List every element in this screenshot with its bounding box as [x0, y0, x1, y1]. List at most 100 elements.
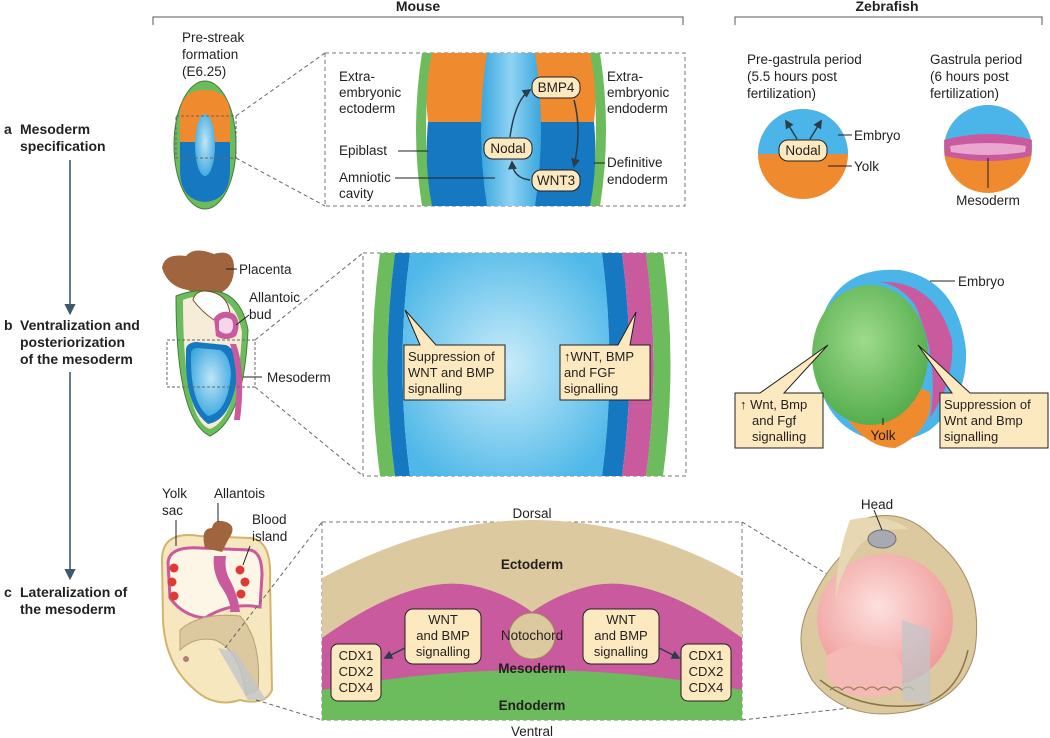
arrow-bmp4-wnt3 [571, 99, 580, 168]
zf-suppression-line3: signalling [944, 429, 998, 444]
zf-b-suppression-box: Suppression of Wnt and Bmp signalling [917, 344, 1049, 449]
zf-increase-line1: ↑ Wnt, Bmp [740, 397, 807, 412]
zf-gastrula-embryo: Mesoderm [944, 105, 1032, 208]
wnt-left-box: WNT and BMP signalling [383, 608, 482, 665]
blood-island-line1: Blood [252, 512, 287, 527]
cdx-right-line3: CDX4 [689, 680, 724, 695]
cdx-left-box: CDX1 CDX2 CDX4 [330, 643, 382, 702]
zf-suppression-line2: Wnt and Bmp [944, 413, 1023, 428]
gastrula-line2: (6 hours post [930, 69, 1009, 84]
section-a-letter: a [4, 121, 12, 137]
zoom-line-b-bottom [254, 386, 364, 477]
mouse-c-labels: Yolk sac Allantois Blood island [162, 486, 287, 566]
wnt-right-line1: WNT [606, 612, 636, 627]
increase-line1: ↑WNT, BMP [564, 349, 634, 364]
zf-gastrula-label: Gastrula period (6 hours post fertilizat… [930, 52, 1022, 101]
zoom-line-c-top [224, 521, 323, 649]
section-b-letter: b [4, 317, 13, 333]
section-b-label: b Ventralization and posteriorization of … [4, 317, 140, 367]
epiblast-label: Epiblast [339, 143, 387, 158]
zoom-line-a-bottom [235, 157, 326, 207]
ectoderm-label: Ectoderm [501, 557, 563, 572]
allantois-label: Allantois [214, 486, 265, 501]
zf-b-embryo-label: Embryo [958, 274, 1005, 289]
extra-endo-line1: Extra- [607, 69, 643, 84]
nodal-label: Nodal [490, 141, 525, 156]
mouse-b-suppression-box: Suppression of WNT and BMP signalling [403, 309, 506, 401]
zebrafish-header: Zebrafish [734, 0, 1043, 25]
blood-island-line2: island [252, 529, 287, 544]
mouse-header-label: Mouse [396, 0, 441, 14]
zf-yolk-label: Yolk [854, 159, 879, 174]
mouse-header: Mouse [152, 0, 684, 25]
pregastrula-line1: Pre-gastrula period [747, 52, 862, 67]
zf-b-embryo: Embryo Yolk [812, 269, 1005, 448]
suppression-line2: WNT and BMP [408, 365, 494, 380]
zf-mesoderm-label: Mesoderm [956, 193, 1020, 208]
prestreak-embryo [173, 80, 237, 210]
endoderm-label: Endoderm [499, 698, 566, 713]
mesoderm-c-label: Mesoderm [498, 661, 566, 676]
extra-ecto-line3: ectoderm [339, 101, 395, 116]
section-c-line1: Lateralization of [20, 584, 128, 600]
zf-suppression-line1: Suppression of [944, 397, 1031, 412]
zoom-line-a-top [235, 52, 326, 117]
section-b-line3: of the mesoderm [20, 351, 133, 367]
increase-line3: signalling [564, 381, 618, 396]
section-c-line2: the mesoderm [20, 601, 116, 617]
suppression-line1: Suppression of [408, 349, 495, 364]
section-b-line1: Ventralization and [20, 317, 140, 333]
notochord-label: Notochord [501, 628, 563, 643]
prestreak-line2: formation [182, 47, 238, 62]
prestreak-line1: Pre-streak [182, 30, 245, 45]
mesoderm-b-label: Mesoderm [267, 370, 331, 385]
prestreak-label: Pre-streak formation (E6.25) [182, 30, 245, 79]
mouse-c-zoom-panel [321, 520, 743, 721]
placenta-label: Placenta [239, 262, 292, 277]
definitive-line2: endoderm [607, 172, 668, 187]
extra-ecto-line2: embryonic [339, 85, 402, 100]
arrow-nodal-bmp4 [509, 89, 532, 138]
zf-b-increase-box: ↑ Wnt, Bmp and Fgf signalling [734, 344, 829, 449]
increase-line2: and FGF [564, 365, 615, 380]
head-label: Head [861, 497, 893, 512]
yolk-sac-line1: Yolk [162, 486, 187, 501]
zf-increase-line3: signalling [752, 429, 806, 444]
yolk-sac-line2: sac [162, 503, 183, 518]
cdx-left-line3: CDX4 [339, 680, 374, 695]
pregastrula-line3: fertilization) [747, 86, 816, 101]
dorsal-label: Dorsal [512, 506, 551, 521]
zf-pregastrula-embryo: Nodal Embryo Yolk [758, 109, 901, 199]
zf-embryo-label: Embryo [854, 128, 901, 143]
wnt-right-line2: and BMP [594, 628, 647, 643]
section-c-letter: c [4, 584, 12, 600]
mouse-c-embryo [160, 520, 274, 704]
amniotic-line2: cavity [339, 186, 374, 201]
wnt-left-line3: signalling [416, 644, 470, 659]
section-b-line2: posteriorization [20, 334, 125, 350]
mouse-c-text: Dorsal Ventral Ectoderm Mesoderm Endoder… [498, 506, 566, 738]
extra-endo-line3: endoderm [607, 101, 668, 116]
cdx-left-line2: CDX2 [339, 664, 374, 679]
wnt-left-line1: WNT [428, 612, 458, 627]
zf-b-yolk-label: Yolk [870, 428, 895, 443]
prestreak-line3: (E6.25) [182, 64, 226, 79]
ventral-label: Ventral [511, 724, 553, 738]
bmp4-label: BMP4 [538, 80, 575, 95]
zf-nodal-label: Nodal [785, 143, 820, 158]
mouse-a-signalling: Nodal BMP4 WNT3 [483, 76, 581, 192]
zoom-line-b-top [254, 252, 364, 341]
extra-ecto-line1: Extra- [339, 69, 375, 84]
section-a-line1: Mesoderm [20, 121, 90, 137]
cdx-right-line1: CDX1 [689, 648, 724, 663]
mouse-b-increase-box: ↑WNT, BMP and FGF signalling [559, 311, 651, 401]
arrow-wnt3-nodal [507, 160, 531, 181]
zf-c-embryo: Head [800, 497, 978, 715]
wnt3-label: WNT3 [537, 173, 575, 188]
allantoic-line2: bud [249, 307, 272, 322]
extra-endo-line2: embryonic [607, 85, 670, 100]
allantoic-line1: Allantoic [249, 290, 300, 305]
